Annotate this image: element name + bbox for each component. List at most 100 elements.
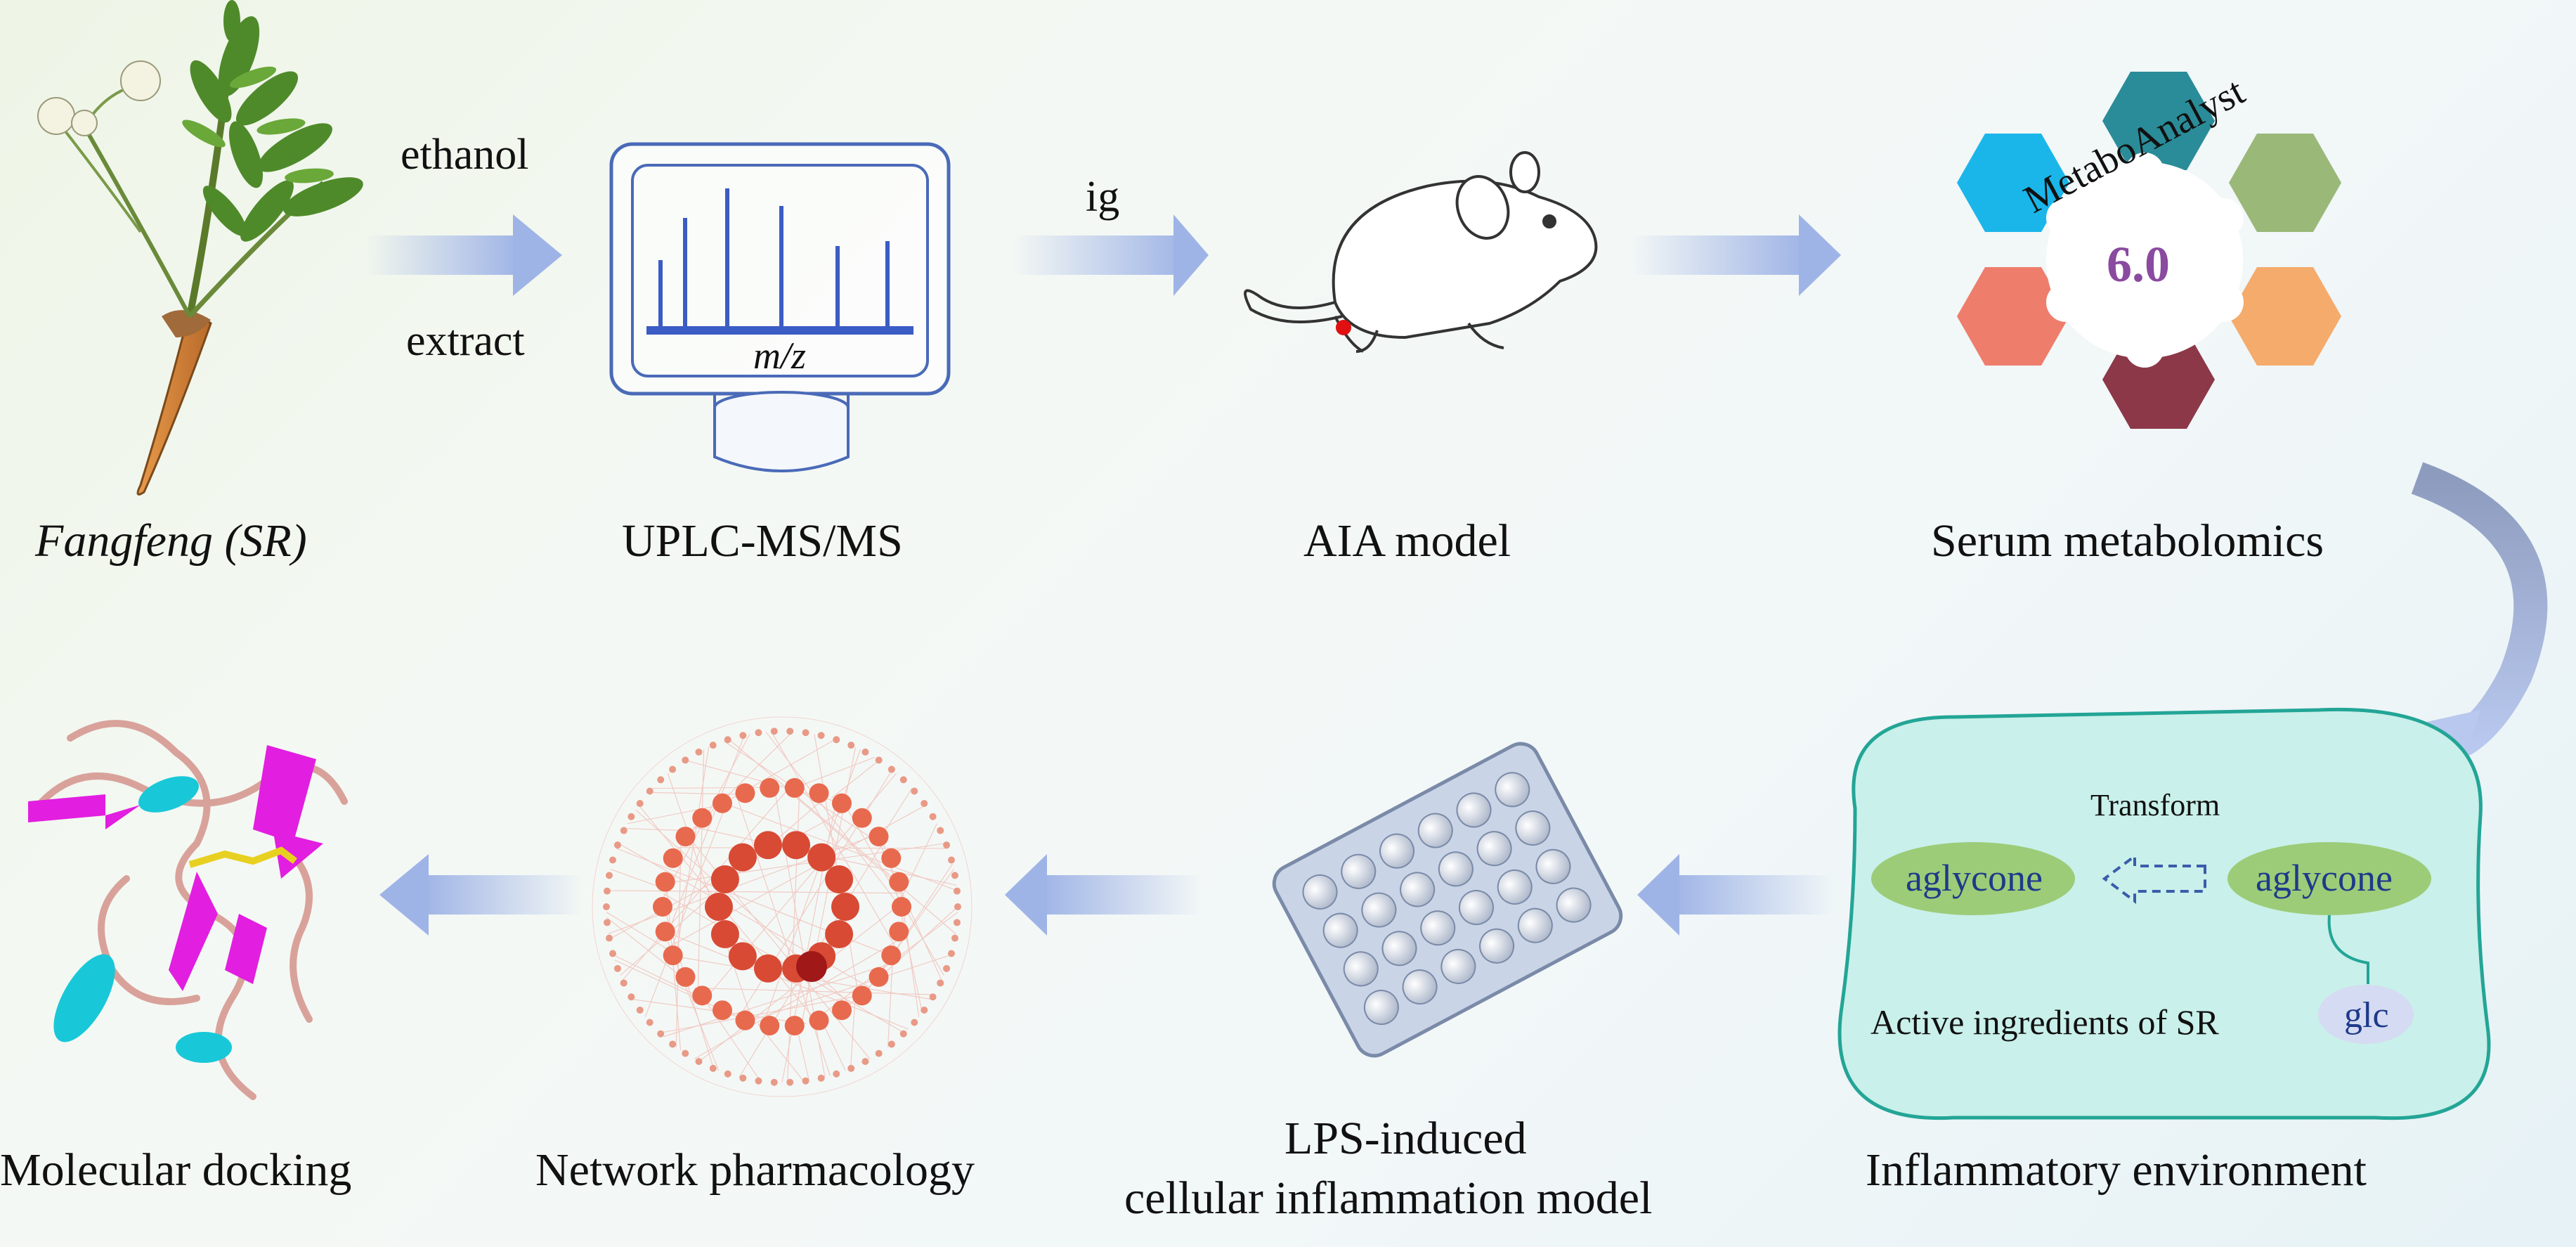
network-node	[663, 848, 683, 868]
metabo-version: 6.0	[2107, 236, 2170, 292]
network-node	[937, 827, 944, 834]
network-node	[951, 934, 958, 942]
network-node	[653, 897, 672, 917]
network-node	[852, 986, 872, 1006]
network-node	[929, 813, 937, 820]
network-node	[847, 1064, 855, 1072]
network-node	[911, 1019, 918, 1026]
network-node	[817, 1074, 825, 1082]
network-node	[889, 922, 909, 942]
cell-label-line1: LPS-induced	[1284, 1113, 1527, 1164]
env-label: Inflammatory environment	[1866, 1144, 2367, 1196]
arrow-ms-to-mouse	[1012, 214, 1209, 296]
well	[1556, 887, 1592, 923]
network-node	[739, 1074, 747, 1082]
network-node	[655, 922, 675, 942]
network-node	[735, 783, 755, 803]
network-edge	[607, 890, 901, 894]
network-edge	[675, 843, 682, 1047]
network-edge	[701, 995, 761, 1082]
network-edge	[821, 1019, 846, 1071]
network-node	[620, 827, 627, 834]
glc-label: glc	[2344, 995, 2389, 1035]
well	[1322, 912, 1358, 948]
network-node	[755, 729, 762, 737]
network-edge	[669, 805, 926, 948]
network-node	[724, 736, 731, 744]
arrow-mouse-to-metabo	[1630, 214, 1841, 296]
transform-label: Transform	[2090, 788, 2220, 822]
network-node	[657, 776, 665, 784]
network-node	[709, 1064, 717, 1072]
network-node	[832, 793, 852, 813]
network-node	[675, 967, 696, 987]
network-graph	[592, 716, 972, 1097]
cell-label-line2: cellular inflammation model	[1124, 1172, 1653, 1224]
network-node	[636, 1006, 644, 1014]
network-node	[899, 776, 907, 784]
network-node	[861, 1058, 869, 1066]
extract-label: extract	[406, 317, 525, 365]
network-node	[606, 872, 613, 879]
well	[1341, 853, 1377, 889]
well	[1458, 890, 1494, 926]
metaboanalyst-logo	[1957, 72, 2341, 429]
network-node	[655, 872, 675, 892]
network-node	[692, 808, 713, 828]
network-edge	[887, 950, 894, 1047]
well	[1417, 813, 1453, 848]
network-node	[786, 1078, 794, 1086]
network-node	[869, 967, 889, 987]
network-node	[636, 800, 644, 808]
well	[1497, 869, 1533, 905]
network-node	[875, 1049, 883, 1057]
network-edge	[675, 747, 710, 961]
network-node	[606, 934, 613, 942]
network-edge	[723, 740, 886, 848]
arrow-env-to-cell	[1637, 854, 1834, 936]
network-edge	[649, 792, 742, 795]
network-node	[947, 856, 955, 864]
network-node	[899, 1030, 907, 1038]
dashed-arrow-icon	[2102, 853, 2206, 904]
network-node	[782, 831, 811, 860]
docking-label: Molecular docking	[0, 1144, 352, 1196]
network-node	[847, 742, 855, 749]
ms-label: UPLC-MS/MS	[622, 515, 903, 567]
network-node	[695, 1058, 703, 1066]
well	[1535, 848, 1571, 884]
network-edge	[771, 731, 896, 947]
well	[1440, 948, 1476, 984]
network-node	[682, 1049, 689, 1057]
network-edge	[888, 863, 953, 961]
mouse-icon	[1244, 151, 1598, 353]
well	[1402, 969, 1438, 1005]
network-node	[646, 1019, 653, 1026]
network-node	[753, 831, 782, 860]
network-node	[695, 748, 703, 756]
network-node	[833, 736, 840, 744]
network-node	[755, 1077, 762, 1085]
network-node	[760, 777, 780, 798]
metabo-label: Serum metabolomics	[1931, 515, 2324, 567]
well	[1495, 772, 1530, 808]
network-node	[953, 919, 961, 926]
network-node	[947, 950, 955, 957]
network-node	[669, 765, 677, 773]
well	[1302, 874, 1338, 910]
network-node	[682, 756, 689, 764]
ms-axis-label: m/z	[753, 335, 807, 377]
network-label: Network pharmacology	[535, 1144, 975, 1196]
network-node	[881, 945, 902, 966]
network-edge	[728, 739, 899, 884]
well	[1438, 851, 1474, 887]
network-node	[929, 993, 937, 1001]
network-node	[710, 865, 739, 893]
network-node	[770, 1078, 778, 1086]
network-node	[807, 843, 836, 872]
network-node	[613, 841, 621, 849]
network-node	[604, 887, 611, 895]
network-node	[724, 1070, 731, 1078]
network-edge	[831, 760, 880, 799]
well	[1476, 831, 1512, 867]
